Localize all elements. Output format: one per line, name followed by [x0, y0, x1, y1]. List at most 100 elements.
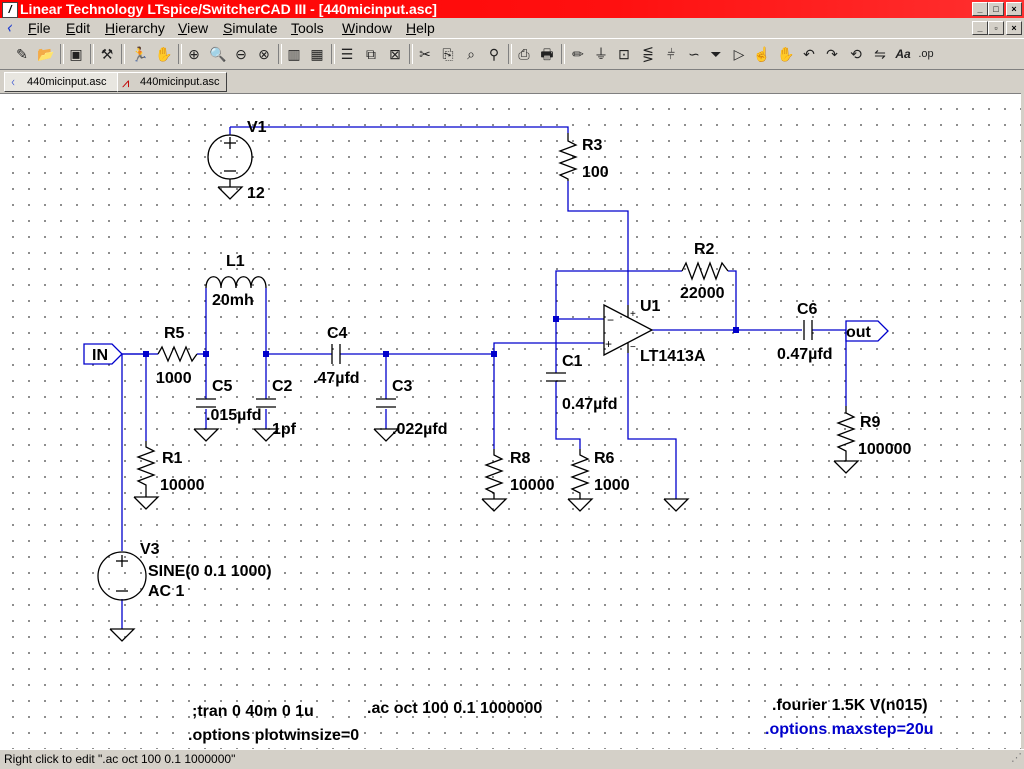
r2-symbol: [681, 261, 729, 281]
tab-schematic[interactable]: ᚲ 440micinput.asc: [4, 72, 122, 92]
open-icon[interactable]: 📂: [37, 46, 55, 62]
junction-dot: [733, 327, 739, 333]
ground-icon[interactable]: ⏚: [594, 46, 608, 62]
zoom-fit-icon[interactable]: ⊗: [258, 46, 270, 62]
r3-symbol: [558, 133, 578, 181]
text-icon[interactable]: Aa: [895, 47, 911, 61]
menu-view[interactable]: View: [178, 20, 209, 36]
schematic-tab-icon: ᚲ: [9, 75, 17, 90]
directive-maxstep: .options maxstep=20u: [765, 721, 934, 738]
resistor-icon[interactable]: ⋚: [642, 46, 654, 62]
ground-symbol: [193, 428, 220, 442]
status-bar: Right click to edit ".ac oct 100 0.1 100…: [0, 749, 1024, 769]
label-c3-value: .022µfd: [392, 421, 447, 438]
halt-icon[interactable]: ✋: [155, 46, 173, 62]
label-r5-value: 1000: [156, 370, 192, 387]
ground-symbol: [481, 498, 508, 512]
run-icon[interactable]: 🏃: [131, 46, 149, 62]
resize-grip-icon[interactable]: ⋰: [1011, 752, 1022, 764]
print-setup2-icon[interactable]: 🖶: [540, 46, 554, 62]
status-text: Right click to edit ".ac oct 100 0.1 100…: [4, 752, 236, 766]
wire-icon[interactable]: ✏: [572, 46, 584, 62]
inductor-icon[interactable]: ∽: [688, 46, 700, 62]
component-icon[interactable]: ▷: [733, 46, 745, 62]
window-title: Linear Technology LTspice/SwitcherCAD II…: [20, 1, 437, 17]
waveform-tab-icon: ⩘: [122, 75, 130, 90]
mirror-icon[interactable]: ⇋: [874, 46, 886, 62]
close-window-icon[interactable]: ⊠: [389, 46, 401, 62]
menu-file[interactable]: File: [28, 20, 51, 36]
close-button[interactable]: ×: [1006, 2, 1022, 16]
label-c3: C3: [392, 378, 413, 395]
opamp-plus-sign: +: [605, 337, 612, 351]
directive-plotwinsize: .options plotwinsize=0: [188, 727, 359, 744]
grid-icon[interactable]: ▦: [310, 46, 324, 62]
print-setup-icon[interactable]: ⚲: [488, 46, 500, 62]
ltspice-app-icon[interactable]: /: [2, 2, 18, 18]
rotate-icon[interactable]: ⟲: [850, 46, 862, 62]
doc-close-button[interactable]: ×: [1006, 21, 1022, 35]
cascade-icon[interactable]: ⧉: [366, 46, 376, 62]
drag-icon[interactable]: ✋: [777, 46, 795, 62]
tab-waveform[interactable]: ⩘ 440micinput.asc: [117, 72, 227, 92]
label-v3-value: SINE(0 0.1 1000): [148, 563, 272, 580]
zoom-in-icon[interactable]: ⊕: [188, 46, 200, 62]
zoom-out-icon[interactable]: ⊖: [235, 46, 247, 62]
menu-window[interactable]: Window: [342, 20, 392, 36]
label-net-icon[interactable]: ⊡: [618, 46, 630, 62]
junction-dot: [383, 351, 389, 357]
maximize-button[interactable]: □: [988, 2, 1004, 16]
label-r3: R3: [582, 137, 603, 154]
schematic-canvas[interactable]: − + + − V1 12 R3 100 L1 20mh R2 22000 U1…: [0, 93, 1021, 749]
menu-help[interactable]: Help: [406, 20, 435, 36]
minimize-button[interactable]: _: [972, 2, 988, 16]
label-c5: C5: [212, 378, 233, 395]
capacitor-icon[interactable]: ⫩: [666, 46, 676, 62]
label-r2-value: 22000: [680, 285, 725, 302]
label-l1-value: 20mh: [212, 292, 254, 309]
new-schematic-icon[interactable]: ✎: [16, 46, 28, 62]
ground-symbol: [109, 628, 136, 642]
doc-minimize-button[interactable]: _: [972, 21, 988, 35]
control-panel-icon[interactable]: ⚒: [100, 46, 114, 62]
label-in: IN: [92, 347, 108, 364]
menu-hierarchy[interactable]: Hierarchy: [105, 20, 165, 36]
toolbar: ✎ 📂 ▣ ⚒ 🏃 ✋ ⊕ 🔍 ⊖ ⊗ ▥ ▦ ☰ ⧉ ⊠ ✂ ⎘ ⌕ ⚲ ⎙ …: [0, 38, 1024, 70]
copy-icon[interactable]: ⎘: [442, 46, 454, 62]
schematic-doc-icon[interactable]: ᚲ: [4, 20, 13, 36]
label-c4: C4: [327, 325, 348, 342]
tile-icon[interactable]: ☰: [340, 46, 354, 62]
menu-edit[interactable]: Edit: [66, 20, 91, 36]
label-v3: V3: [140, 541, 160, 558]
doc-restore-button[interactable]: ▫: [988, 21, 1004, 35]
redo-icon[interactable]: ↷: [826, 46, 838, 62]
wire: [121, 353, 146, 551]
wire: [627, 353, 677, 499]
label-v1-value: 12: [247, 185, 265, 202]
spice-directive-icon[interactable]: .op: [918, 48, 934, 60]
label-c6: C6: [797, 301, 818, 318]
label-r8: R8: [510, 450, 531, 467]
directive-tran: ;tran 0 40m 0 1u: [192, 703, 314, 720]
label-v1: V1: [247, 119, 267, 136]
pan-icon[interactable]: 🔍: [209, 46, 227, 62]
u1-opamp-symbol: [603, 303, 654, 357]
diode-icon[interactable]: ⏷: [710, 46, 722, 62]
label-v3-ac: AC 1: [148, 583, 185, 600]
undo-icon[interactable]: ↶: [803, 46, 815, 62]
directive-ac: .ac oct 100 0.1 1000000: [367, 700, 542, 717]
find-icon[interactable]: ⌕: [467, 46, 475, 62]
cut-icon[interactable]: ✂: [419, 46, 431, 62]
menu-tools[interactable]: Tools: [291, 20, 324, 36]
move-icon[interactable]: ☝: [753, 46, 771, 62]
in-port-flag: [83, 343, 123, 365]
print-icon[interactable]: ⎙: [518, 46, 530, 62]
autorange-icon[interactable]: ▥: [287, 46, 301, 62]
out-port-flag: [845, 320, 889, 342]
save-icon[interactable]: ▣: [69, 46, 83, 62]
label-r3-value: 100: [582, 164, 609, 181]
ground-symbol: [253, 428, 280, 442]
l1-symbol: [205, 276, 267, 289]
v3-source-symbol: [97, 551, 147, 601]
menu-simulate[interactable]: Simulate: [223, 20, 278, 36]
